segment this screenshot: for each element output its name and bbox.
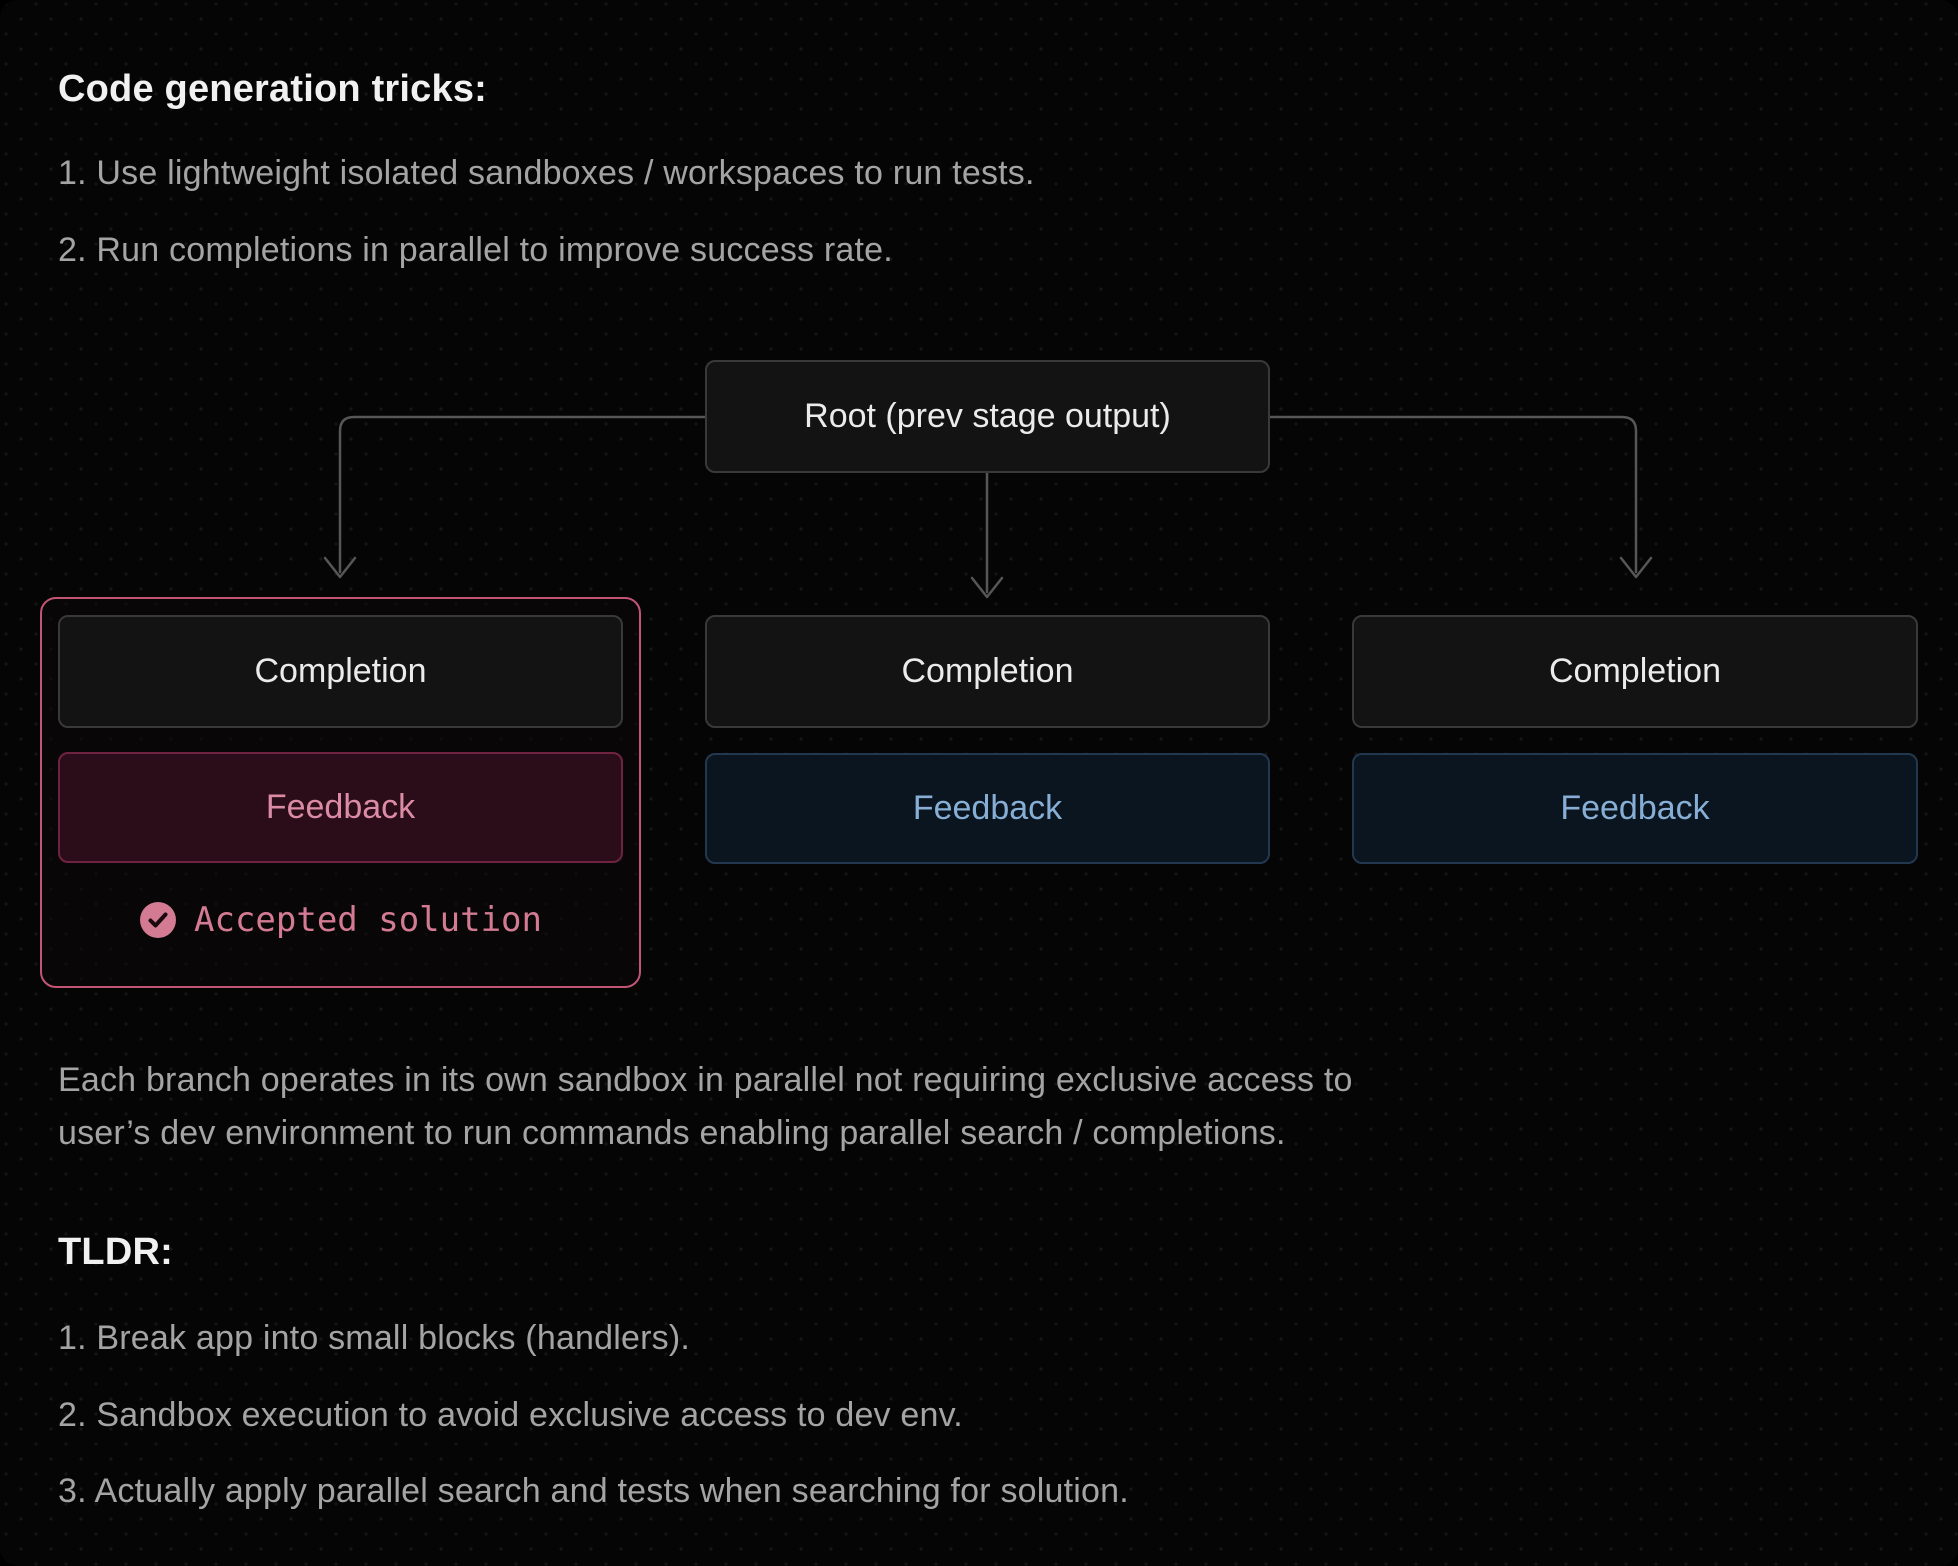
arrowhead-right (1619, 556, 1653, 579)
branch-explanation: Each branch operates in its own sandbox … (58, 1054, 1353, 1160)
tldr-title: TLDR: (58, 1231, 173, 1273)
completion-node-left: Completion (58, 615, 623, 728)
root-node: Root (prev stage output) (705, 360, 1270, 473)
intro-item-1: 1. Use lightweight isolated sandboxes / … (58, 154, 1035, 192)
arrowhead-middle (970, 576, 1004, 599)
accepted-solution-label: Accepted solution (194, 900, 542, 940)
feedback-node-right: Feedback (1352, 753, 1918, 864)
connector-right (1268, 415, 1638, 574)
tldr-item-1: 1. Break app into small blocks (handlers… (58, 1319, 691, 1357)
completion-node-right: Completion (1352, 615, 1918, 728)
completion-node-middle: Completion (705, 615, 1270, 728)
accepted-branch-container: Completion Feedback Accepted solution (40, 597, 641, 988)
tldr-item-2: 2. Sandbox execution to avoid exclusive … (58, 1396, 963, 1434)
feedback-node-left: Feedback (58, 752, 623, 863)
branch-explanation-line-1: Each branch operates in its own sandbox … (58, 1061, 1353, 1099)
tldr-item-3: 3. Actually apply parallel search and te… (58, 1472, 1129, 1510)
page-title: Code generation tricks: (58, 68, 488, 110)
check-circle-icon (140, 902, 176, 938)
connector-left (338, 415, 707, 574)
feedback-node-middle: Feedback (705, 753, 1270, 864)
intro-item-2: 2. Run completions in parallel to improv… (58, 231, 893, 269)
branch-explanation-line-2: user’s dev environment to run commands e… (58, 1114, 1286, 1152)
accepted-solution-badge: Accepted solution (42, 888, 639, 952)
arrowhead-left (323, 556, 357, 579)
